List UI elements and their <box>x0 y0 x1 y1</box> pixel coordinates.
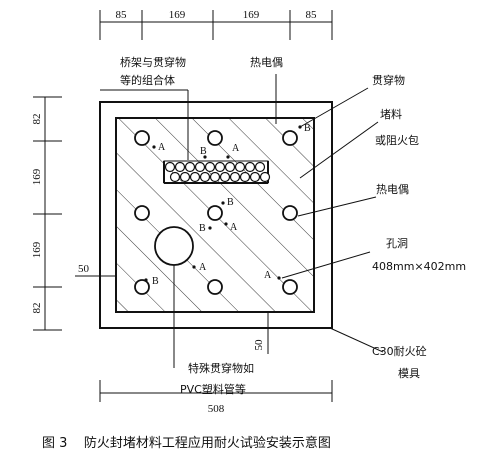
label-bridge-line1: 桥架与贯穿物 <box>120 55 186 69</box>
figure-caption: 图 3 防火封堵材料工程应用耐火试验安装示意图 <box>42 435 331 451</box>
cable <box>254 161 266 173</box>
cable <box>219 171 231 183</box>
cable <box>244 161 256 173</box>
penetration-hole <box>207 130 223 146</box>
dim-left-2: 169 <box>31 168 43 185</box>
cable <box>189 171 201 183</box>
bottom-dimension: 508 <box>99 380 333 415</box>
penetration-hole <box>282 205 298 221</box>
cable <box>174 161 186 173</box>
penetration-hole <box>207 205 223 221</box>
cable <box>179 171 191 183</box>
offset-left-dimension: 50 <box>75 263 116 277</box>
point-b-label: B <box>200 146 207 157</box>
dim-left-4: 82 <box>31 303 43 314</box>
dim-top-4: 85 <box>306 9 318 21</box>
point-a-label: A <box>264 270 272 281</box>
cable <box>164 161 176 173</box>
dim-offset-bottom: 50 <box>253 339 265 351</box>
label-mold-line1: C30耐火砼 <box>372 345 427 358</box>
cable <box>199 171 211 183</box>
penetration-hole <box>207 279 223 295</box>
cable-tray-bundle <box>163 160 271 184</box>
penetration-hole <box>134 279 150 295</box>
label-bridge-line2: 等的组合体 <box>120 73 175 87</box>
label-special-line1: 特殊贯穿物如 <box>188 361 254 375</box>
point-b-label: B <box>304 123 311 134</box>
label-plug-line1: 堵料 <box>380 107 402 121</box>
cable <box>259 171 271 183</box>
point-a-label: A <box>158 142 166 153</box>
label-mold-line2: 模具 <box>398 367 420 380</box>
leader-lines <box>100 74 384 368</box>
label-hole: 孔洞 <box>386 237 408 250</box>
label-special-line2: PVC塑料管等 <box>180 382 246 396</box>
label-thermocouple-top: 热电偶 <box>250 56 283 69</box>
point-b-label: B <box>152 276 159 287</box>
cable <box>214 161 226 173</box>
cable <box>249 171 261 183</box>
cable <box>204 161 216 173</box>
cable <box>194 161 206 173</box>
penetration-hole <box>134 205 150 221</box>
penetration-hole <box>134 130 150 146</box>
label-plug-line2: 或阻火包 <box>375 134 419 147</box>
cable <box>234 161 246 173</box>
cable <box>239 171 251 183</box>
penetration-hole <box>282 279 298 295</box>
penetration-holes <box>134 130 298 295</box>
dim-top-3: 169 <box>243 9 260 21</box>
dim-left-3: 169 <box>31 241 43 258</box>
cable <box>224 161 236 173</box>
label-penetration: 贯穿物 <box>372 73 405 87</box>
point-a-label: A <box>199 262 207 273</box>
label-thermocouple-right: 热电偶 <box>376 183 409 196</box>
penetration-hole <box>282 130 298 146</box>
top-dimension: 85 169 169 85 <box>99 9 333 40</box>
mold-outer-frame <box>99 101 333 329</box>
point-b-label: B <box>227 197 234 208</box>
cable <box>184 161 196 173</box>
point-a-label: A <box>232 143 240 154</box>
pvc-pipe <box>154 226 194 266</box>
cable <box>229 171 241 183</box>
dim-bottom: 508 <box>208 403 225 415</box>
cable <box>209 171 221 183</box>
label-hole-size: 408mm×402mm <box>372 260 466 273</box>
cable <box>169 171 181 183</box>
dim-offset-left: 50 <box>78 263 90 275</box>
dim-top-1: 85 <box>116 9 128 21</box>
left-dimension: 82 169 169 82 <box>31 96 62 331</box>
point-a-label: A <box>230 222 238 233</box>
dim-top-2: 169 <box>169 9 186 21</box>
offset-bottom-dimension: 50 <box>253 312 269 354</box>
dim-left-1: 82 <box>31 114 43 125</box>
point-b-label: B <box>199 223 206 234</box>
